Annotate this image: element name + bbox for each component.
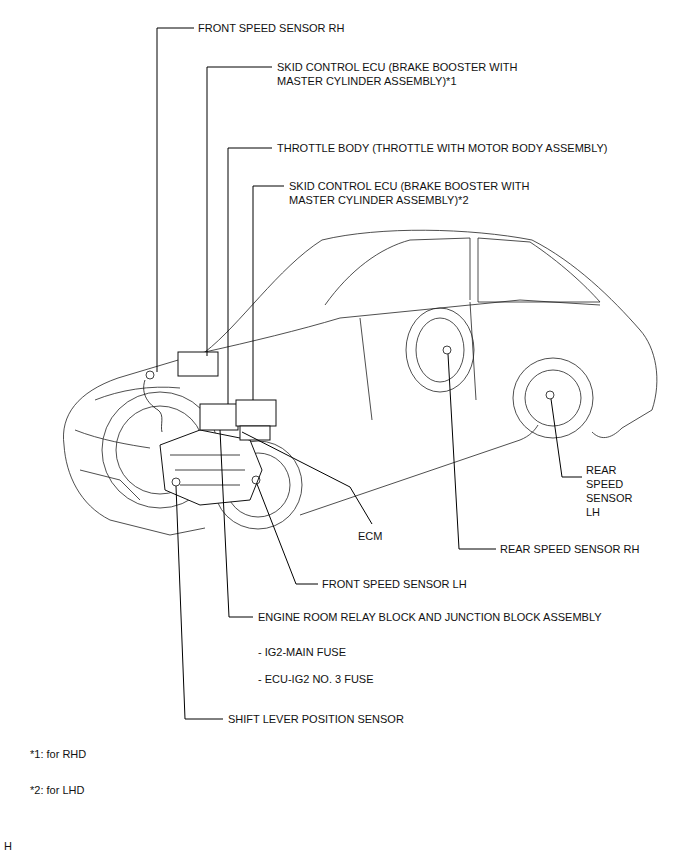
part-label: - ECU-IG2 NO. 3 FUSE: [258, 672, 374, 686]
part-label: REAR SPEED SENSOR RH: [500, 542, 639, 556]
part-label: FRONT SPEED SENSOR LH: [322, 577, 467, 591]
part-label: ENGINE ROOM RELAY BLOCK AND JUNCTION BLO…: [258, 610, 602, 624]
part-label: THROTTLE BODY (THROTTLE WITH MOTOR BODY …: [277, 141, 607, 155]
part-label: SKID CONTROL ECU (BRAKE BOOSTER WITH MAS…: [289, 179, 561, 207]
part-label: ECM: [358, 529, 382, 543]
part-label: - IG2-MAIN FUSE: [258, 645, 346, 659]
part-label: FRONT SPEED SENSOR RH: [198, 21, 345, 35]
part-label: *1: for RHD: [30, 747, 86, 761]
part-label: H: [4, 839, 12, 852]
part-label: REAR SPEED SENSOR LH: [586, 463, 644, 519]
part-label: *2: for LHD: [30, 783, 84, 797]
part-label: SHIFT LEVER POSITION SENSOR: [228, 712, 404, 726]
part-label: SKID CONTROL ECU (BRAKE BOOSTER WITH MAS…: [277, 60, 547, 88]
